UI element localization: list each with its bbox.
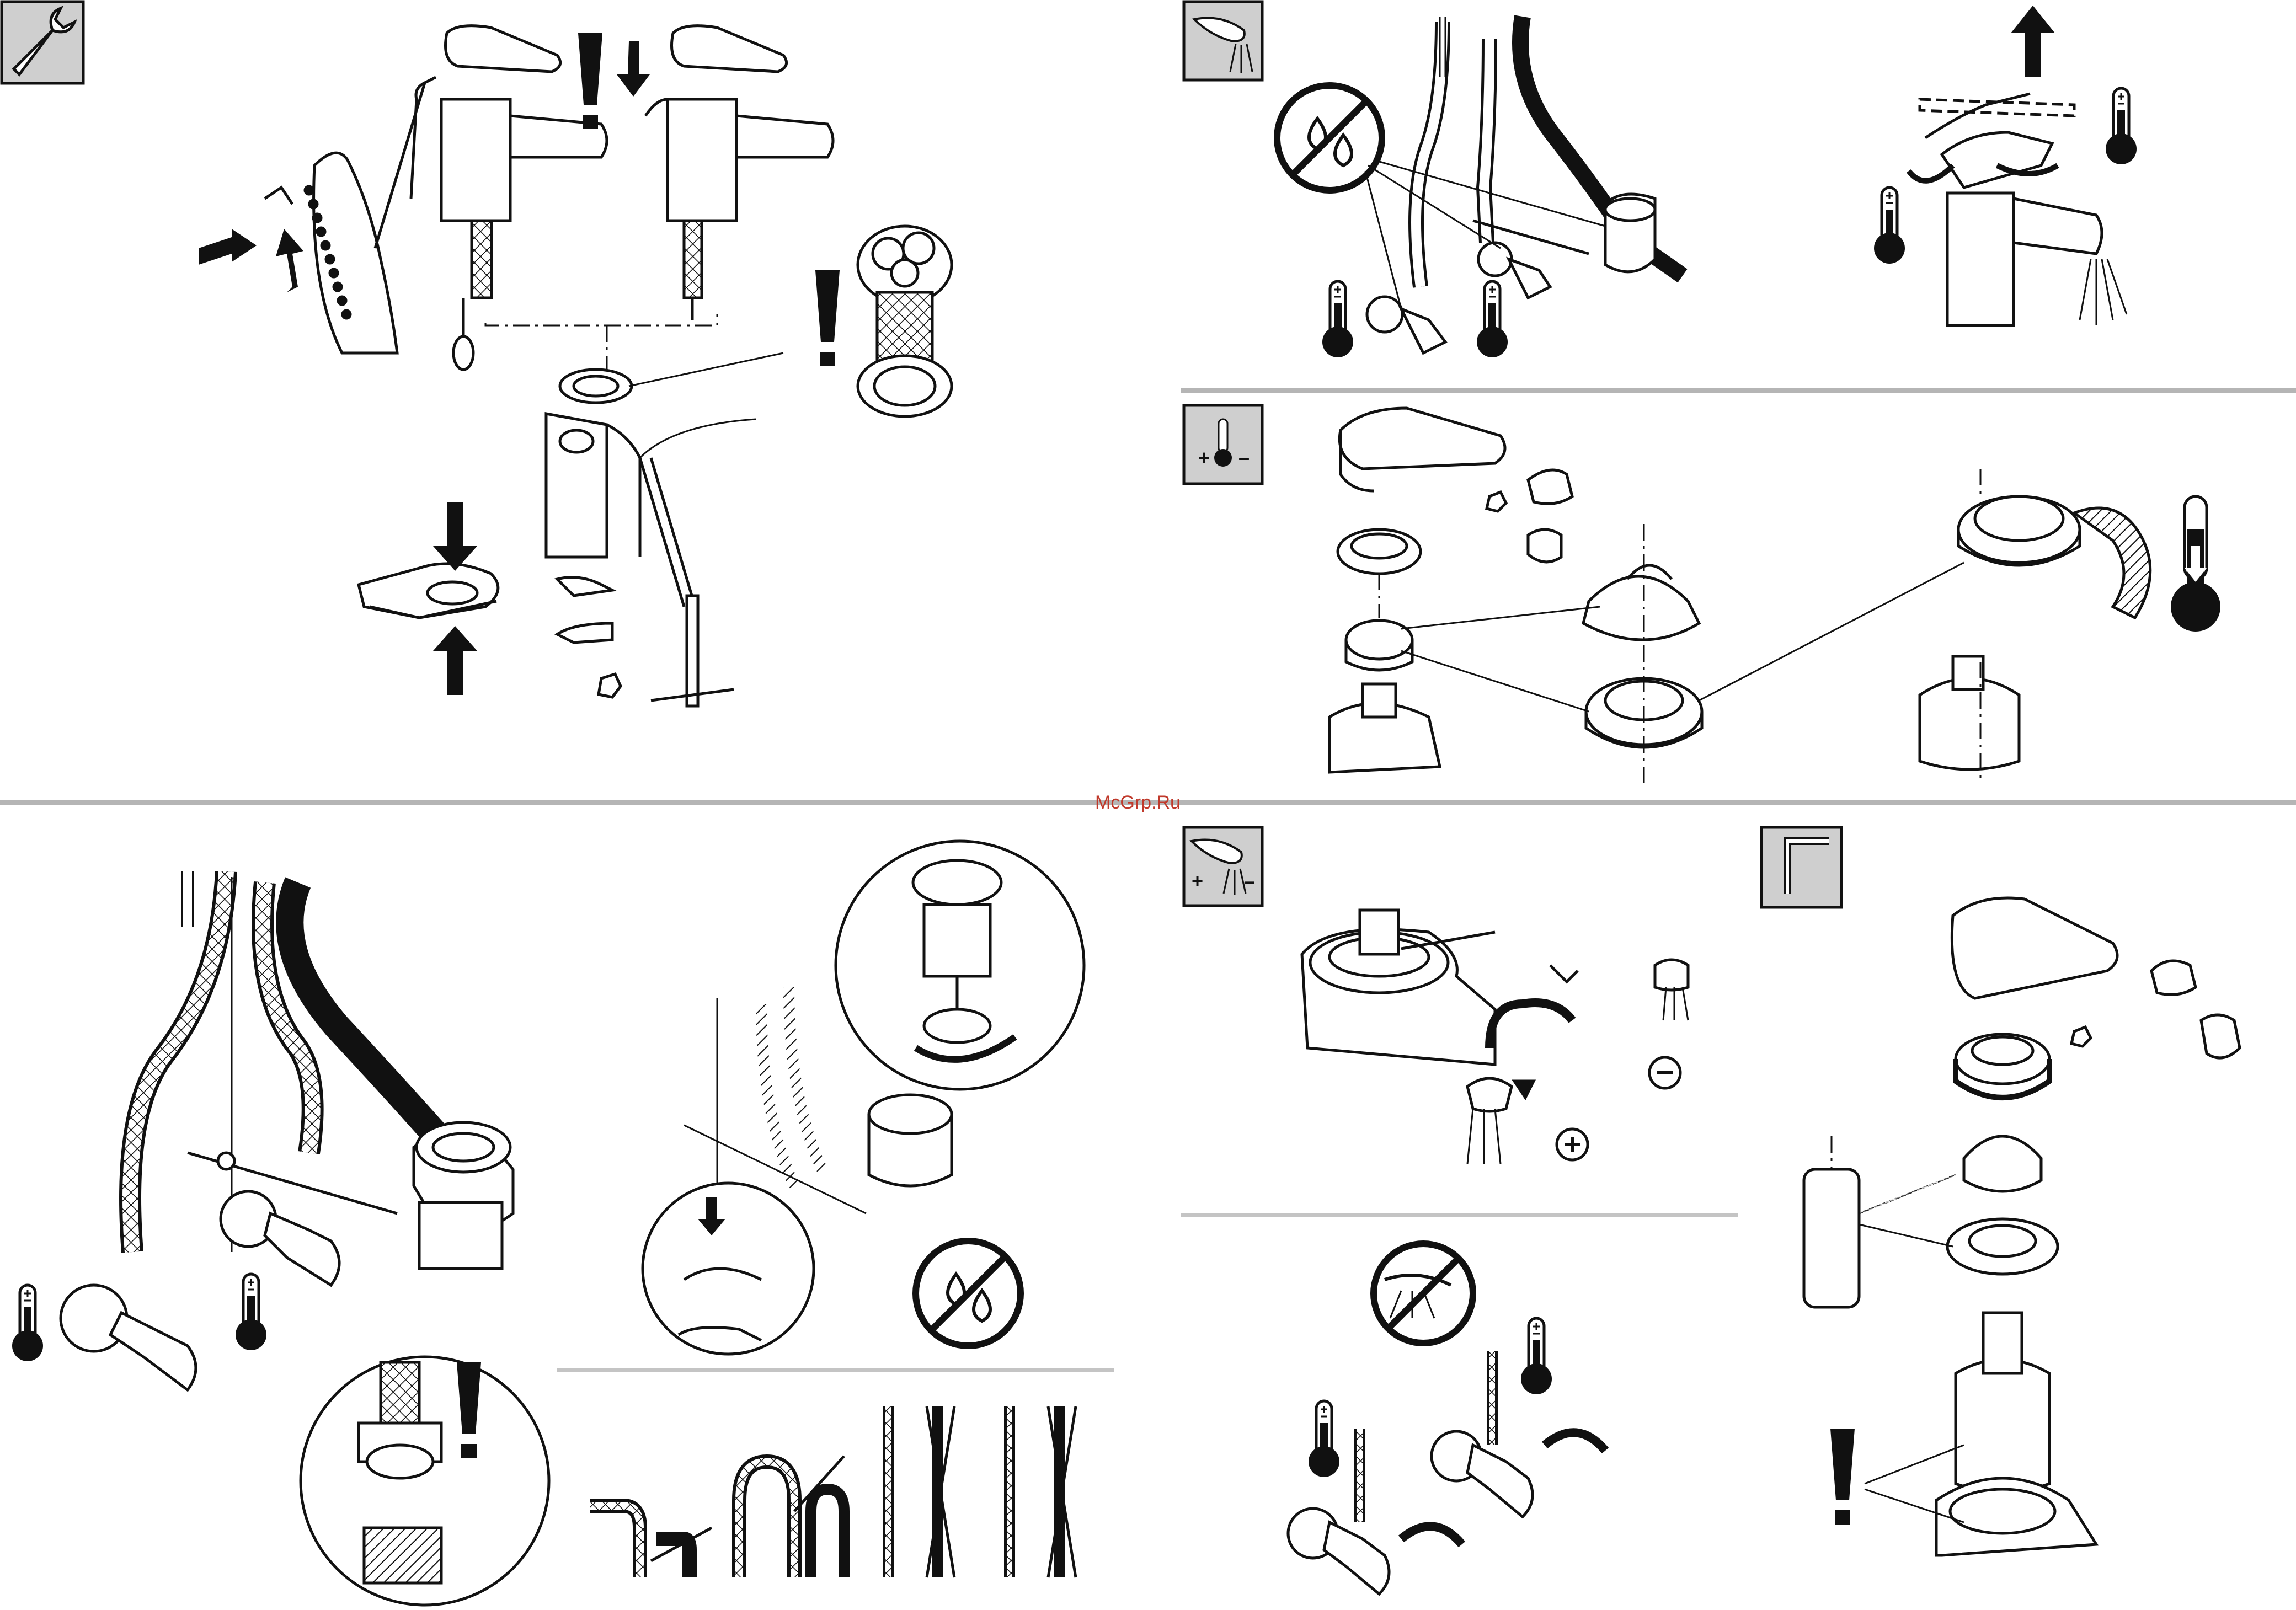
minus-symbol-2: – bbox=[1244, 870, 1255, 892]
thermometer-hot-icon bbox=[1322, 281, 1353, 357]
panel-flow-adjustment: + – bbox=[1184, 827, 1688, 1594]
divider-top-right bbox=[1181, 388, 2296, 393]
basin-mixer-illustration-2 bbox=[645, 26, 833, 320]
watermark-text: McGrp.Ru bbox=[1095, 792, 1181, 814]
arrow-up-icon-3 bbox=[2011, 6, 2055, 77]
arrow-down-icon bbox=[617, 41, 650, 97]
connection-hoses-illustration bbox=[61, 871, 513, 1390]
wrench-icon bbox=[2, 2, 83, 83]
plus-symbol: + bbox=[1198, 446, 1210, 469]
panel-connection bbox=[12, 841, 1084, 1605]
hose-thread-detail-illustration bbox=[301, 1357, 549, 1605]
thermometer-arrow-down-icon bbox=[2171, 496, 2220, 632]
divider-bottom-right bbox=[1181, 1213, 1738, 1217]
panel-temperature-limiter: + – bbox=[1184, 405, 2220, 783]
arrow-down-icon-2 bbox=[433, 502, 477, 571]
minus-symbol: – bbox=[1238, 446, 1250, 469]
panel-installation bbox=[2, 2, 952, 706]
thermometer-hot-icon-3 bbox=[12, 1285, 43, 1361]
spray-plus-minus-icon: + – bbox=[1184, 827, 1262, 906]
warning-icon-4 bbox=[1830, 1429, 1855, 1525]
plus-symbol-2: + bbox=[1192, 870, 1203, 892]
thermometer-hot-icon-2 bbox=[2106, 88, 2137, 164]
arrow-up-icon bbox=[276, 229, 303, 292]
thermometer-cold-icon-4 bbox=[1309, 1401, 1339, 1477]
pop-up-rod-hand-illustration bbox=[265, 83, 425, 353]
lever-temperature-illustration bbox=[1909, 94, 2127, 325]
stop-valves-illustration bbox=[1288, 1351, 1605, 1594]
warning-icon-2 bbox=[815, 270, 840, 366]
hose-bending-guide-illustration bbox=[590, 1406, 1076, 1577]
no-spray-icon bbox=[1374, 1244, 1473, 1343]
thermometer-cold-icon bbox=[1477, 281, 1508, 357]
plus-circle-icon bbox=[1557, 1129, 1588, 1160]
thermometer-plus-minus-icon: + – bbox=[1184, 405, 1262, 484]
panel-cartridge-replacement bbox=[1761, 827, 2240, 1555]
allen-key-icon bbox=[1761, 827, 1841, 907]
thermometer-hot-icon-4 bbox=[1521, 1318, 1552, 1394]
divider-bottom-left bbox=[557, 1368, 1114, 1372]
spray-icon bbox=[1184, 2, 1262, 80]
cartridge-exploded-illustration bbox=[1804, 898, 2240, 1555]
flow-regulator-illustration bbox=[1302, 910, 1688, 1164]
basin-mixer-illustration bbox=[411, 26, 607, 370]
limiter-exploded-illustration bbox=[1329, 408, 2150, 783]
no-water-icon-2 bbox=[916, 1241, 1021, 1346]
warning-icon bbox=[578, 33, 602, 129]
thermometer-cold-icon-2 bbox=[1874, 188, 1905, 264]
panel-flushing bbox=[1184, 2, 2137, 357]
minus-circle-icon bbox=[1649, 1057, 1680, 1088]
mounting-assembly-illustration bbox=[359, 370, 734, 706]
mounting-hole-detail-illustration bbox=[858, 226, 952, 416]
arrow-up-icon-2 bbox=[433, 626, 477, 695]
arrow-right-icon bbox=[199, 229, 257, 265]
thermometer-cold-icon-3 bbox=[236, 1274, 266, 1350]
hose-and-waste-illustration bbox=[1365, 17, 1683, 353]
